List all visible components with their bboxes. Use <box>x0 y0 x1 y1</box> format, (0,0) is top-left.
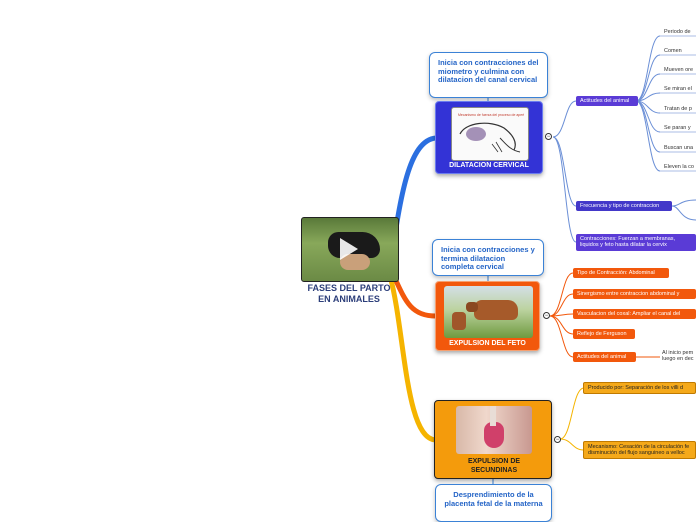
leaf-actitud-6[interactable]: Se paran y <box>664 125 691 131</box>
node-contracciones[interactable]: Contracciones: Fuerzan a membranas, liqu… <box>576 234 696 251</box>
node-contracciones-text: Contracciones: Fuerzan a membranas, liqu… <box>580 236 676 248</box>
node-actitudes-animal[interactable]: Actitudes del animal <box>576 96 638 106</box>
cow-body-shape <box>474 300 518 320</box>
node-mecanismo[interactable]: Mecanismo: Cesación de la circulación fe… <box>583 441 696 459</box>
leaf-actitud-4[interactable]: Se miran el <box>664 86 692 92</box>
branch-dilatacion-label: DILATACION CERVICAL <box>449 162 529 169</box>
secundinas-image <box>456 406 532 454</box>
central-title[interactable]: FASES DEL PARTO EN ANIMALES <box>294 283 404 304</box>
connector-secundinas <box>387 273 439 443</box>
node-mecanismo-text: Mecanismo: Cesación de la circulación fe… <box>588 444 690 456</box>
expulsion-feto-image <box>444 286 533 338</box>
leaf-actitud-2[interactable]: Comen <box>664 48 682 54</box>
leaf-actitud-8[interactable]: Eleven la co <box>664 164 694 170</box>
tail-shape <box>490 406 496 426</box>
branch-dilatacion-cervical[interactable]: Mecanismo de fuerza del proceso de apert… <box>435 101 543 174</box>
leaf-actitud-1[interactable]: Periodo de <box>664 29 691 35</box>
node-sinergismo[interactable]: Sinergismo entre contraccion abdominal y <box>573 289 696 299</box>
dilatacion-image: Mecanismo de fuerza del proceso de apert… <box>451 107 529 161</box>
branch-expulsion-feto[interactable]: EXPULSION DEL FETO <box>435 281 540 351</box>
leaf-actitud-7[interactable]: Buscan una <box>664 145 694 151</box>
leaf-actitud-5[interactable]: Tratan de p <box>664 106 692 112</box>
collapse-toggle-secundinas[interactable]: − <box>554 436 561 443</box>
node-tipo-contraccion[interactable]: Tipo de Contracción: Abdominal <box>573 268 669 278</box>
placenta-shape <box>484 422 504 448</box>
play-icon[interactable] <box>340 238 358 260</box>
central-title-line1: FASES DEL PARTO <box>307 283 391 293</box>
note-expulsion-feto[interactable]: Inicia con contracciones y termina dilat… <box>432 239 544 276</box>
node-actitudes-animal-expulsion[interactable]: Actitudes del animal <box>573 352 636 362</box>
leaf-actitudes-expulsion[interactable]: Al inicio pem luego en dec <box>662 350 694 362</box>
note-secundinas[interactable]: Desprendimiento de la placenta fetal de … <box>435 484 552 522</box>
note-dilatacion[interactable]: Inicia con contracciones del miometro y … <box>429 52 548 98</box>
dilatacion-diagram-icon <box>459 122 521 153</box>
branch-expulsion-feto-label: EXPULSION DEL FETO <box>449 340 526 347</box>
cow-head-shape <box>466 302 478 312</box>
branch-secundinas-label: EXPULSION DE SECUNDINAS <box>467 458 521 474</box>
branch-expulsion-secundinas[interactable]: EXPULSION DE SECUNDINAS <box>434 400 552 479</box>
node-reflejo-ferguson[interactable]: Reflejo de Ferguson <box>573 329 635 339</box>
dilatacion-image-caption: Mecanismo de fuerza del proceso de apert… <box>458 113 524 117</box>
calf-shape <box>452 312 466 330</box>
central-image[interactable] <box>301 217 399 282</box>
collapse-toggle-dilatacion[interactable]: − <box>545 133 552 140</box>
node-frecuencia-contraccion[interactable]: Frecuencia y tipo de contraccion <box>576 201 672 211</box>
collapse-toggle-expulsion-feto[interactable]: − <box>543 312 550 319</box>
node-vasculacion-coxal[interactable]: Vasculacion del coxal: Ampliar el canal … <box>573 309 696 319</box>
node-producido-por[interactable]: Producido por: Separación de los villi d <box>583 382 696 394</box>
leaf-actitud-3[interactable]: Mueven ore <box>664 67 694 73</box>
central-title-line2: EN ANIMALES <box>318 293 380 304</box>
